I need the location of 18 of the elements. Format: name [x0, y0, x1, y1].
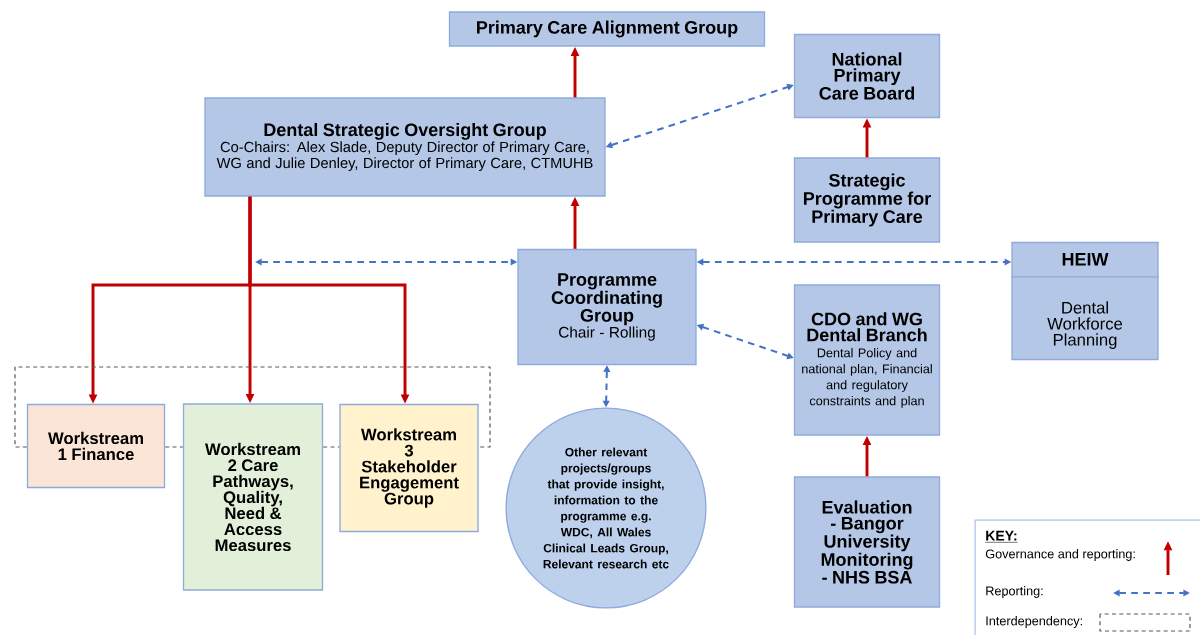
- group-box: Strategic Programme for Primary Care: [793, 157, 941, 243]
- group-box: Workstream 3 Stakeholder Engagement Group: [339, 403, 479, 533]
- group-box: Programme Coordinating Group Chair - Rolling: [517, 248, 697, 366]
- group-box: Workstream 1 Finance: [26, 403, 166, 489]
- group-box: HEIW Dental Workforce Planning: [1010, 241, 1160, 361]
- legend-text: Interdependency:: [986, 616, 1082, 628]
- connector-line: [14, 366, 491, 448]
- key-heading: KEY:: [985, 530, 1018, 543]
- group-box: Workstream 2 Care Pathways, Quality, Need & Access Measures: [182, 403, 324, 591]
- group-box: National Primary Care Board: [793, 33, 941, 119]
- group-box: Dental Strategic Oversight Group Co-Chairs: Alex Slade, Deputy Director of Primary Care, WG and Julie Denley, Director of Primary Care, CTMUHB: [204, 97, 606, 197]
- group-box: Evaluation - Bangor University Monitoring - NHS BSA: [793, 476, 941, 608]
- legend-text: Governance and reporting:: [985, 549, 1135, 561]
- group-box: Primary Care Alignment Group: [448, 11, 766, 47]
- group-box: CDO and WG Dental Branch Dental Policy and national plan, Financial and regulatory constraints and plan: [793, 284, 941, 436]
- legend-text: Reporting:: [986, 586, 1043, 598]
- connector-line: [322, 446, 340, 448]
- connector-line: [164, 446, 184, 448]
